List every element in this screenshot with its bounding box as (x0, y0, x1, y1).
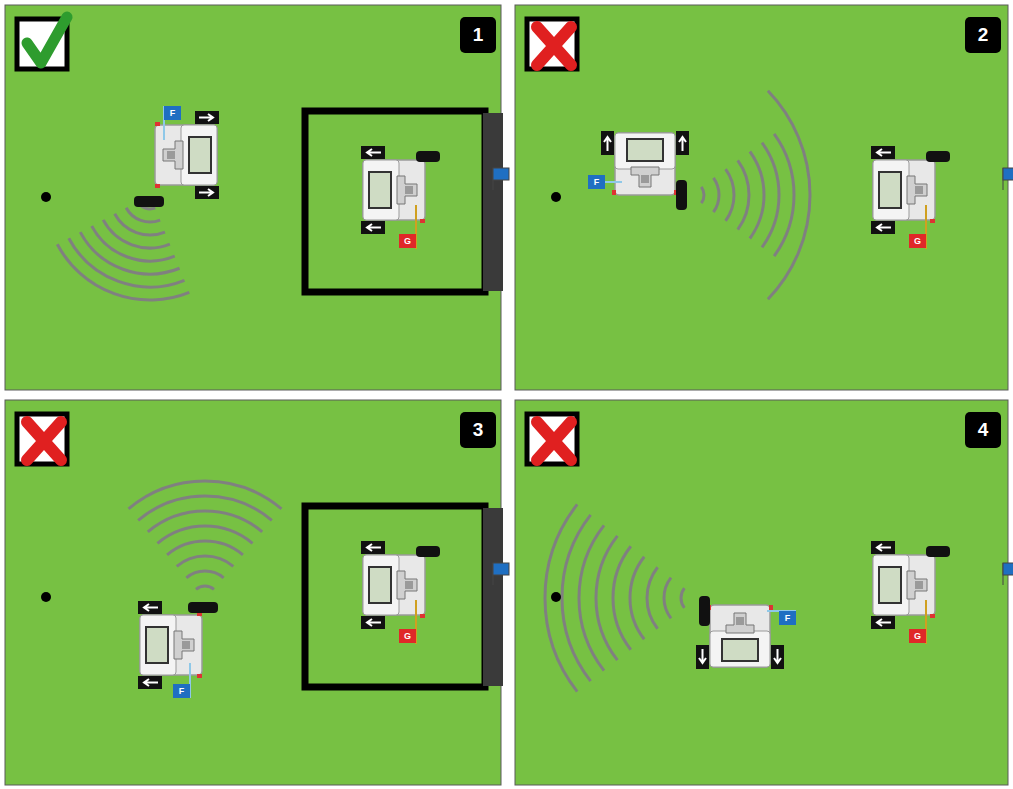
sonar-wave (167, 541, 243, 555)
sonar-wave (57, 244, 189, 300)
sonar-wave (115, 214, 165, 235)
sonar-wave (177, 556, 234, 566)
sonar-wave (579, 525, 604, 670)
callout-number: 3 (460, 412, 496, 448)
flag-letter: F (173, 684, 190, 698)
flag-letter: G (909, 234, 926, 248)
sonar-wave (664, 578, 671, 619)
sonar-wave (562, 515, 591, 681)
sonar-wave (774, 134, 794, 256)
flag-letter: F (164, 106, 181, 120)
sonar-wave (92, 226, 175, 261)
sonar-wave (545, 504, 577, 691)
sonar-wave (129, 481, 282, 509)
sonar-wave (148, 511, 262, 532)
sonar-wave (768, 91, 810, 299)
flag-letter: G (909, 629, 926, 643)
sonar-wave (613, 546, 631, 649)
sonar-wave (126, 208, 160, 222)
sonar-wave (157, 526, 252, 543)
sonar-wave (596, 536, 617, 660)
sonar-wave (186, 571, 223, 578)
callout-number: 2 (965, 17, 1001, 53)
sonar-wave (630, 557, 644, 639)
sonar-wave (681, 588, 684, 608)
flag-letter: F (588, 175, 605, 189)
flag-letter: G (399, 629, 416, 643)
sonar-wave (750, 152, 764, 239)
flag-letter: G (399, 234, 416, 248)
callout-number: 1 (460, 17, 496, 53)
sonar-wave (138, 496, 272, 520)
flag-letter: F (779, 611, 796, 625)
sonar-wave (647, 567, 658, 629)
sonar-wave (738, 160, 749, 229)
sonar-wave (196, 586, 214, 589)
sonar-wave (762, 143, 779, 248)
sonar-wave (701, 187, 704, 203)
sonar-wave (103, 220, 170, 248)
sonar-wave (713, 178, 719, 212)
sonar-wave (726, 169, 734, 221)
callout-number: 4 (965, 412, 1001, 448)
